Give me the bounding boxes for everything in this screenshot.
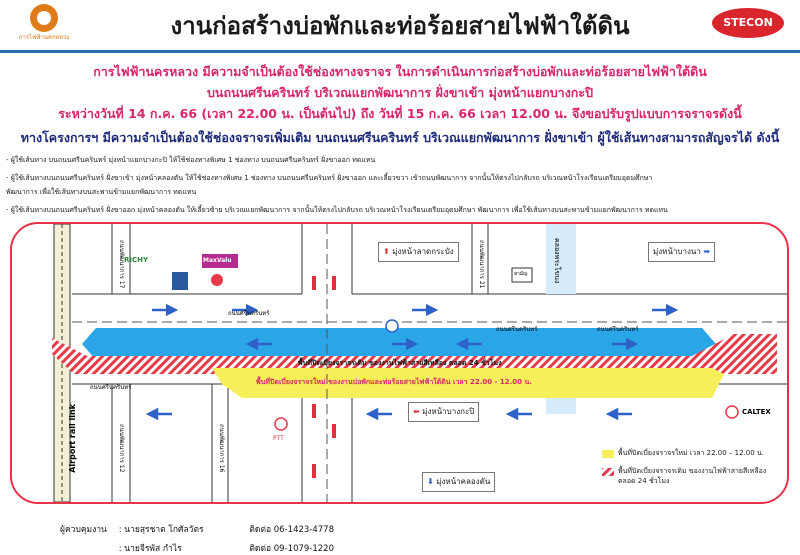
contact-phone: ติดต่อ 06-1423-4778 <box>249 525 334 535</box>
contact-phone: ติดต่อ 09-1079-1220 <box>249 544 334 554</box>
contact-name: : นายจีรพัส กำไร <box>118 544 182 554</box>
notice-line-1: การไฟฟ้านครหลวง มีความจำเป็นต้องใช้ช่องท… <box>93 64 707 79</box>
ptt-icon <box>274 417 288 431</box>
sign-to-lat-krabang: ⬆ มุ่งหน้าลาดกระบัง <box>378 242 459 262</box>
bullet-item: พัฒนาการ เพื่อใช้เส้นทางบนสะพานข้ามแยกพั… <box>6 188 197 196</box>
yellow-closure-zone <box>212 368 724 398</box>
sign-label: มุ่งหน้าบางกะปิ <box>422 407 475 416</box>
contact-label: ผู้ควบคุมงาน <box>60 525 107 535</box>
sign-board-label: สามัญ <box>514 271 528 277</box>
red-closure-zone <box>52 334 777 374</box>
bullet-item: - ผู้ใช้เส้นทาง บนถนนศรีนครินทร์ มุ่งหน้… <box>6 156 376 164</box>
yellow-zone-label: พื้นที่ปิดเบี่ยงจราจรใหม่ ของงานบ่อพักแล… <box>256 378 532 386</box>
road-label: ถนนพัฒนาการ 16 <box>218 424 225 473</box>
canal-north <box>546 224 576 294</box>
legend-yellow-swatch <box>602 450 614 458</box>
traffic-map: ⬆ มุ่งหน้าลาดกระบัง มุ่งหน้าบางนา ➡ ⬅ มุ… <box>10 222 789 504</box>
legend-red-swatch <box>602 468 614 476</box>
road-label: ถนนพัฒนาการ 12 <box>118 424 125 473</box>
contact-row: ผู้ควบคุมงาน : นายสุรชาต โกศัลวัตร ติดต่… <box>60 522 334 536</box>
up-arrow-icon: ⬆ <box>383 247 390 256</box>
notice-line-3: ระหว่างวันที่ 14 ก.ค. 66 (เวลา 22.00 น. … <box>58 106 742 121</box>
mea-emblem-icon <box>30 4 58 32</box>
legend-red-text-2: ตลอด 24 ชั่วโมง <box>618 477 670 485</box>
notice-line-2: บนถนนศรีนครินทร์ บริเวณแยกพัฒนาการ ฝั่งข… <box>206 85 594 100</box>
building-icon <box>172 272 188 290</box>
mea-logo-text: การไฟฟ้านครหลวง <box>18 34 70 41</box>
down-arrow-icon: ⬇ <box>427 477 434 486</box>
landmark-icon <box>385 319 399 333</box>
sign-to-bang-na: มุ่งหน้าบางนา ➡ <box>648 242 716 262</box>
stecon-logo-icon <box>712 8 784 38</box>
road-label: ถนนศรีนครินทร์ <box>90 384 132 391</box>
canal-label: คลองพระโขนง <box>553 238 561 284</box>
red-direction-arrows <box>312 276 336 478</box>
sign-to-khlong-tan: ⬇ มุ่งหน้าคลองตัน <box>422 472 496 492</box>
maxvalu-logo-icon <box>202 254 238 268</box>
contact-name: : นายสุรชาต โกศัลวัตร <box>118 525 204 535</box>
stecon-logo-text: STECON <box>723 16 773 29</box>
maxvalu-label: MaxValu <box>203 257 232 264</box>
left-arrow-icon: ⬅ <box>413 407 420 416</box>
road-label: ถนนพัฒนาการ 21 <box>478 240 485 289</box>
traffic-map-svg <box>52 224 787 502</box>
notice-line-4: ทางโครงการฯ มีความจำเป็นต้องใช้ช่องจราจร… <box>20 130 780 145</box>
right-arrow-icon: ➡ <box>703 247 711 256</box>
stecon-logo: STECON <box>712 8 784 38</box>
mcdonalds-icon <box>211 274 223 286</box>
blue-direction-arrows <box>145 303 679 421</box>
road-label: ถนนศรีนครินทร์ <box>228 310 270 317</box>
legend-red-text-1: พื้นที่ปิดเบี่ยงจราจรเดิม ของงานไฟฟ้าสาย… <box>618 467 767 475</box>
contact-row: : นายจีรพัส กำไร ติดต่อ 09-1079-1220 <box>60 541 334 555</box>
header: การไฟฟ้านครหลวง งานก่อสร้างบ่อพักและท่อร… <box>0 0 800 53</box>
sign-label: มุ่งหน้าคลองตัน <box>436 477 491 486</box>
mea-logo: การไฟฟ้านครหลวง <box>14 4 74 44</box>
sign-label: มุ่งหน้าลาดกระบัง <box>392 247 454 256</box>
road-label: ถนนศรีนครินทร์ <box>496 326 538 333</box>
road-label: ถนนศรีนครินทร์ <box>597 326 639 333</box>
sign-label: มุ่งหน้าบางนา <box>653 247 701 256</box>
bullet-item: - ผู้ใช้เส้นทางบนถนนศรีนครินทร์ ฝั่งขาออ… <box>6 206 668 214</box>
red-zone-label: พื้นที่ปิดเบี่ยงจราจรเดิม ของงานไฟฟ้าสาย… <box>298 359 502 367</box>
sign-to-bang-kapi: ⬅ มุ่งหน้าบางกะปิ <box>408 402 480 422</box>
road-label: ถนนพัฒนาการ 17 <box>118 240 125 289</box>
bullet-item: - ผู้ใช้เส้นทางบนถนนศรีนครินทร์ ฝั่งขาเข… <box>6 174 653 182</box>
ptt-label: PTT <box>273 435 284 442</box>
richy-label: RICHY <box>124 256 149 264</box>
caltex-icon <box>725 405 739 419</box>
page-title: งานก่อสร้างบ่อพักและท่อร้อยสายไฟฟ้าใต้ดิ… <box>170 12 630 40</box>
sign-board-icon <box>511 267 533 283</box>
legend-yellow-text: พื้นที่ปิดเบี่ยงจราจรใหม่ เวลา 22.00 – 1… <box>618 449 764 457</box>
rail-label: Airport rail link <box>68 404 77 473</box>
caltex-label: CALTEX <box>742 408 771 416</box>
